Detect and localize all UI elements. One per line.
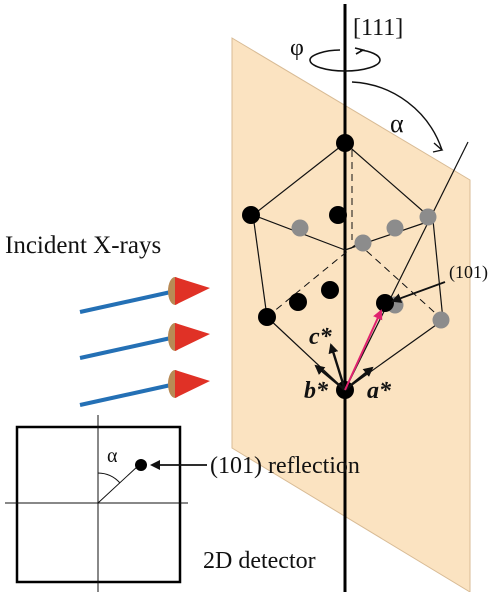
detector-alpha-label: α [107, 445, 118, 467]
alpha-arc [351, 81, 443, 151]
a-star-vector [344, 366, 374, 391]
g101-vector [344, 309, 383, 391]
detector-alpha-line [97, 465, 139, 504]
xray-beam-2 [79, 323, 210, 360]
axis-label: [111] [353, 15, 403, 41]
phi-label: φ [290, 35, 304, 61]
xray-beam-1 [79, 277, 210, 314]
alpha-line [344, 141, 469, 391]
reflection-101-pointer [391, 281, 446, 303]
b-star-label: b* [304, 378, 329, 404]
a-star-label: a* [367, 378, 392, 404]
c-star-label: c* [309, 324, 333, 350]
detector-spot-101 [135, 459, 147, 471]
xray-beam-3 [79, 370, 210, 407]
detector-caption: 2D detector [203, 548, 316, 574]
incident-xrays-label: Incident X-rays [5, 232, 161, 259]
reflection-101-label: (101) [449, 262, 488, 283]
b-star-vector [314, 364, 346, 391]
c-star-vector [328, 343, 347, 391]
detector-alpha-arc [97, 472, 121, 484]
phi-rotation-icon [309, 47, 381, 72]
alpha-label: α [390, 109, 404, 138]
lattice-hidden-edges [266, 150, 444, 321]
reciprocal-plane [231, 37, 471, 592]
reflection-caption: (101) reflection [210, 453, 360, 479]
